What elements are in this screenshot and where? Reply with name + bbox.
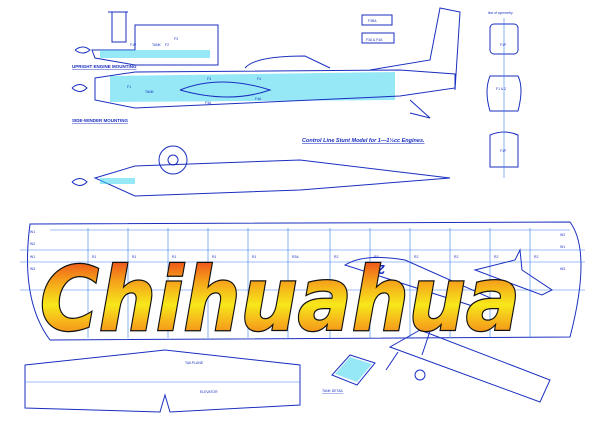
label-f1p-former: F1P xyxy=(500,43,507,47)
label-f4a: F4A xyxy=(255,97,262,101)
label-f3a: F3A xyxy=(205,101,212,105)
rib-label: W1 xyxy=(560,245,565,249)
label-line-of-symmetry: line of symmetry xyxy=(488,11,513,15)
label-f3ba: F3BA xyxy=(368,19,377,23)
rib-label: W2 xyxy=(560,233,565,237)
label-tank-2: TANK xyxy=(145,90,155,94)
side-view-fuselage: F1 TANK F3 F3A F4 F4A SIDE-WINDER MOUNTI… xyxy=(71,7,461,123)
rib-label: W3 xyxy=(30,267,35,271)
rib-label: R2 xyxy=(534,255,538,259)
label-f3: F3 xyxy=(174,37,178,41)
label-f3a-f4a: F3A & F4A xyxy=(366,38,383,42)
label-sidewinder-mounting: SIDE-WINDER MOUNTING xyxy=(72,118,128,123)
rib-label: R2 xyxy=(414,255,418,259)
label-f1p-lower: F1P xyxy=(500,149,507,153)
race-number: 26 xyxy=(371,262,385,277)
upright-engine-fuselage: F1P TANK F2 F3 UPRIGHT ENGINE MOUNTING xyxy=(72,11,219,69)
label-upright-mounting: UPRIGHT ENGINE MOUNTING xyxy=(72,64,137,69)
rib-label: R1 xyxy=(92,255,96,259)
top-view-fuselage xyxy=(71,145,451,197)
label-f1p: F1P xyxy=(130,43,137,47)
rib-label: R1 xyxy=(212,255,216,259)
tank-detail: TANK DETAIL xyxy=(322,354,376,393)
label-tank-detail: TANK DETAIL xyxy=(322,389,343,393)
rib-label: W3 xyxy=(560,267,565,271)
label-f1: F1 xyxy=(127,85,131,89)
label-f4: F4 xyxy=(257,77,261,81)
tailplane-plan: TAILPLANE ELEVATOR xyxy=(24,349,301,413)
label-tank: TANK xyxy=(152,43,162,47)
rib-label: W1 xyxy=(30,230,35,234)
label-f2: F2 xyxy=(165,43,169,47)
perspective-model: 26 xyxy=(343,248,553,403)
label-f1-and-2: F1 & 2 xyxy=(496,87,506,91)
plan-subtitle: Control Line Stunt Model for 1—1½cc Engi… xyxy=(302,137,425,144)
label-f3-main: F3 xyxy=(207,77,211,81)
rib-label: R2 xyxy=(454,255,458,259)
label-tailplane: TAILPLANE xyxy=(185,361,204,365)
rib-label: W2 xyxy=(30,242,35,246)
rib-label: R1 xyxy=(132,255,136,259)
rib-label: R2 xyxy=(334,255,338,259)
rib-label: W1 xyxy=(30,255,35,259)
rib-label: R1 xyxy=(252,255,256,259)
former-details: F3BA F3A & F4A line of symmetry F1P F1 &… xyxy=(361,11,522,178)
rib-label: R3A xyxy=(292,255,299,259)
label-elevator: ELEVATOR xyxy=(200,390,218,394)
rib-label: R1 xyxy=(172,255,176,259)
rib-label: R2 xyxy=(494,255,498,259)
plan-title: Chihuahua xyxy=(40,248,520,351)
